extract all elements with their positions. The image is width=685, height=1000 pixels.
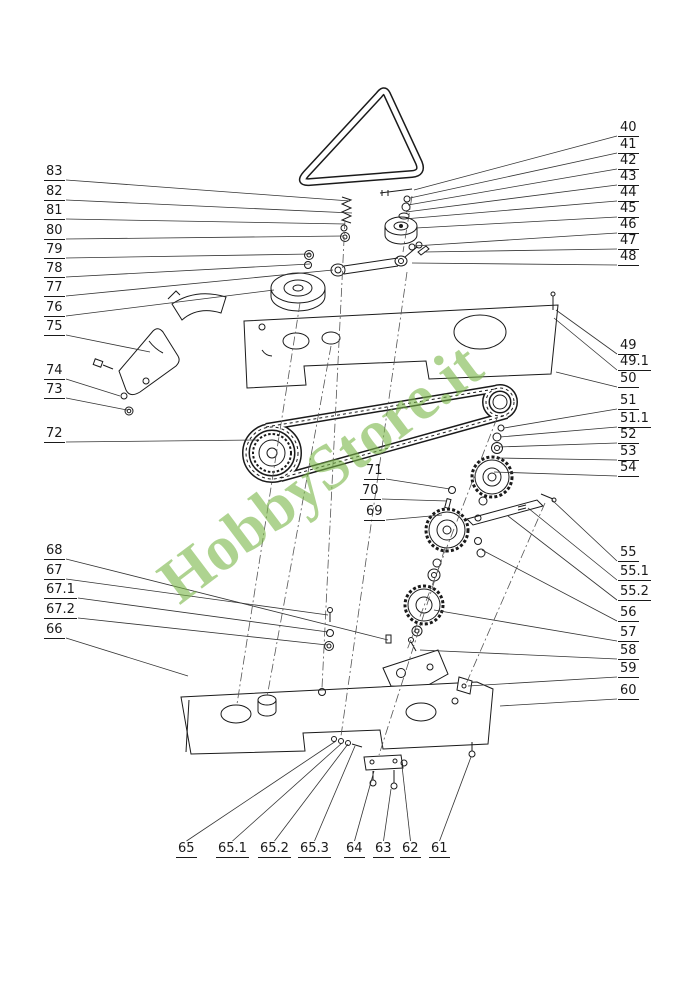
leader-line-44 [403,200,618,220]
leader-line-65 [186,740,337,842]
leader-line-52 [498,442,618,448]
leader-line-65.3 [314,745,356,842]
side-bracket [92,328,180,416]
leader-line-60 [499,698,618,707]
leader-line-76 [65,289,275,317]
tension-arm [330,241,423,277]
leader-line-77 [65,269,334,297]
leader-line-66 [65,637,189,677]
leader-line-72 [65,439,259,443]
leader-line-63 [383,788,392,842]
leader-line-74 [65,378,121,397]
leader-line-61 [439,756,472,842]
small-pulley [384,216,418,245]
leader-line-68 [65,558,389,641]
left-fasteners [324,607,334,651]
leader-line-83 [65,179,351,202]
leader-line-50 [555,371,618,388]
gear-stack [466,424,557,526]
leader-line-55 [551,499,618,562]
leader-line-57 [433,609,618,642]
leader-line-48 [411,262,618,266]
leader-line-42 [407,168,618,206]
leader-line-49.1 [553,317,618,371]
leader-line-55.2 [507,515,618,601]
leader-line-41 [409,152,618,199]
leader-line-67 [65,578,329,616]
leader-line-80 [65,235,344,240]
main-pulley [270,272,326,312]
leader-line-71 [385,478,451,490]
leader-line-73 [65,397,128,411]
curved-guard [167,290,227,321]
upper-deck-plate [243,291,559,389]
spring [340,196,353,242]
leader-line-55.1 [527,507,618,581]
leader-line-56 [481,549,618,622]
pulley-washers [304,250,314,269]
leader-line-67.2 [77,617,328,646]
leader-line-64 [354,770,375,842]
leader-line-78 [65,263,311,278]
drive-chain [242,384,518,483]
leader-line-54 [493,471,618,477]
leader-line-53 [496,457,618,461]
leader-line-82 [65,199,353,214]
leader-line-40 [413,135,618,191]
leader-line-67.1 [77,597,329,633]
assembly-axes [236,195,546,756]
leader-line-45 [415,216,618,229]
leader-line-62 [401,765,411,842]
lower-deck-plate [180,676,494,755]
leader-line-58 [419,649,618,660]
leader-line-70 [381,498,448,502]
leader-line-79 [65,253,312,259]
leader-line-47 [423,248,618,253]
leader-line-51 [503,408,618,429]
leader-line-81 [65,218,346,225]
v-belt [298,87,425,187]
leader-line-51.1 [499,426,618,438]
leader-line-43 [405,184,618,213]
middle-gear-cluster [382,486,486,690]
leader-line-59 [467,676,618,687]
bottom-hardware [331,736,476,790]
leader-line-69 [385,514,443,521]
leader-line-65.1 [232,742,343,842]
leader-line-65.2 [274,743,349,842]
leader-line-46 [413,232,618,247]
leader-lines [65,135,618,842]
leader-line-49 [555,309,618,355]
leader-line-75 [65,334,151,353]
